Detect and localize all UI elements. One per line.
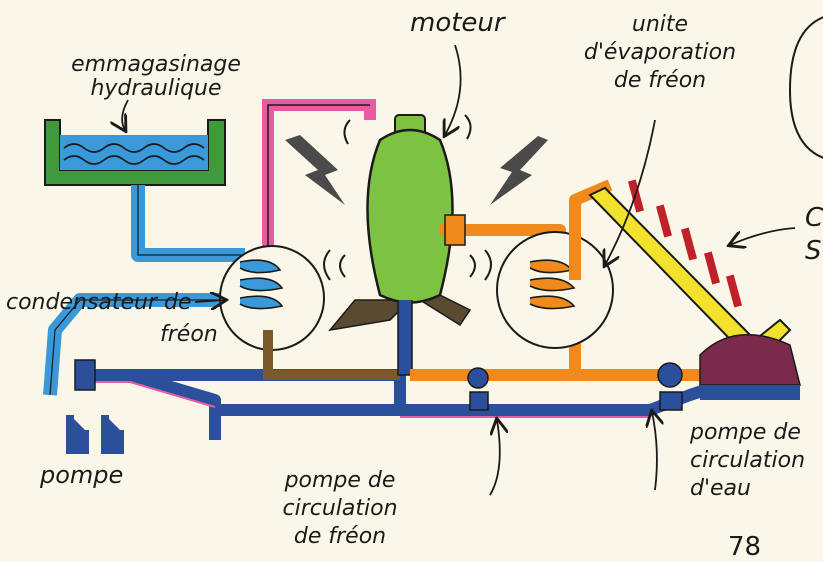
hydraulic-storage-tank	[45, 120, 225, 185]
right-edge-label-1: C	[805, 205, 823, 231]
freon-pump-label-2: circulation	[255, 496, 425, 522]
solar-collector	[590, 188, 800, 400]
pump-label: pompe	[40, 462, 123, 488]
evaporator-label-1: unite	[570, 12, 750, 38]
arrow-icon	[445, 45, 461, 135]
page-number: 78	[728, 534, 761, 560]
water-pump-label-1: pompe de	[690, 420, 801, 446]
lightning-bolt-icon	[490, 136, 548, 205]
arrow-icon	[730, 228, 795, 245]
freon-evaporator	[497, 232, 613, 348]
right-edge-label-2: S	[805, 238, 822, 264]
arrow-icon	[490, 420, 500, 495]
freon-pump	[468, 368, 488, 410]
condenser-label-1: condensateur de	[6, 290, 192, 316]
freon-pump-label-1: pompe de	[255, 468, 425, 494]
water-pump-label-3: d'eau	[690, 476, 751, 502]
return-pipe	[75, 375, 720, 440]
lightning-bolt-icon	[285, 135, 345, 205]
sun-circle	[790, 15, 823, 160]
storage-label-2: hydraulique	[66, 76, 246, 102]
evaporator-label-2: d'évaporation	[570, 40, 750, 66]
motor	[324, 115, 491, 375]
water-pump-label-2: circulation	[690, 448, 805, 474]
freon-pump-label-3: de fréon	[255, 524, 425, 550]
arrow-icon	[122, 100, 128, 130]
water-pump	[658, 363, 682, 410]
arrow-icon	[652, 412, 657, 490]
condenser-label-2: fréon	[160, 322, 218, 348]
storage-label-1: emmagasinage	[66, 52, 246, 78]
motor-label: moteur	[410, 10, 505, 36]
evaporator-label-3: de fréon	[570, 68, 750, 94]
